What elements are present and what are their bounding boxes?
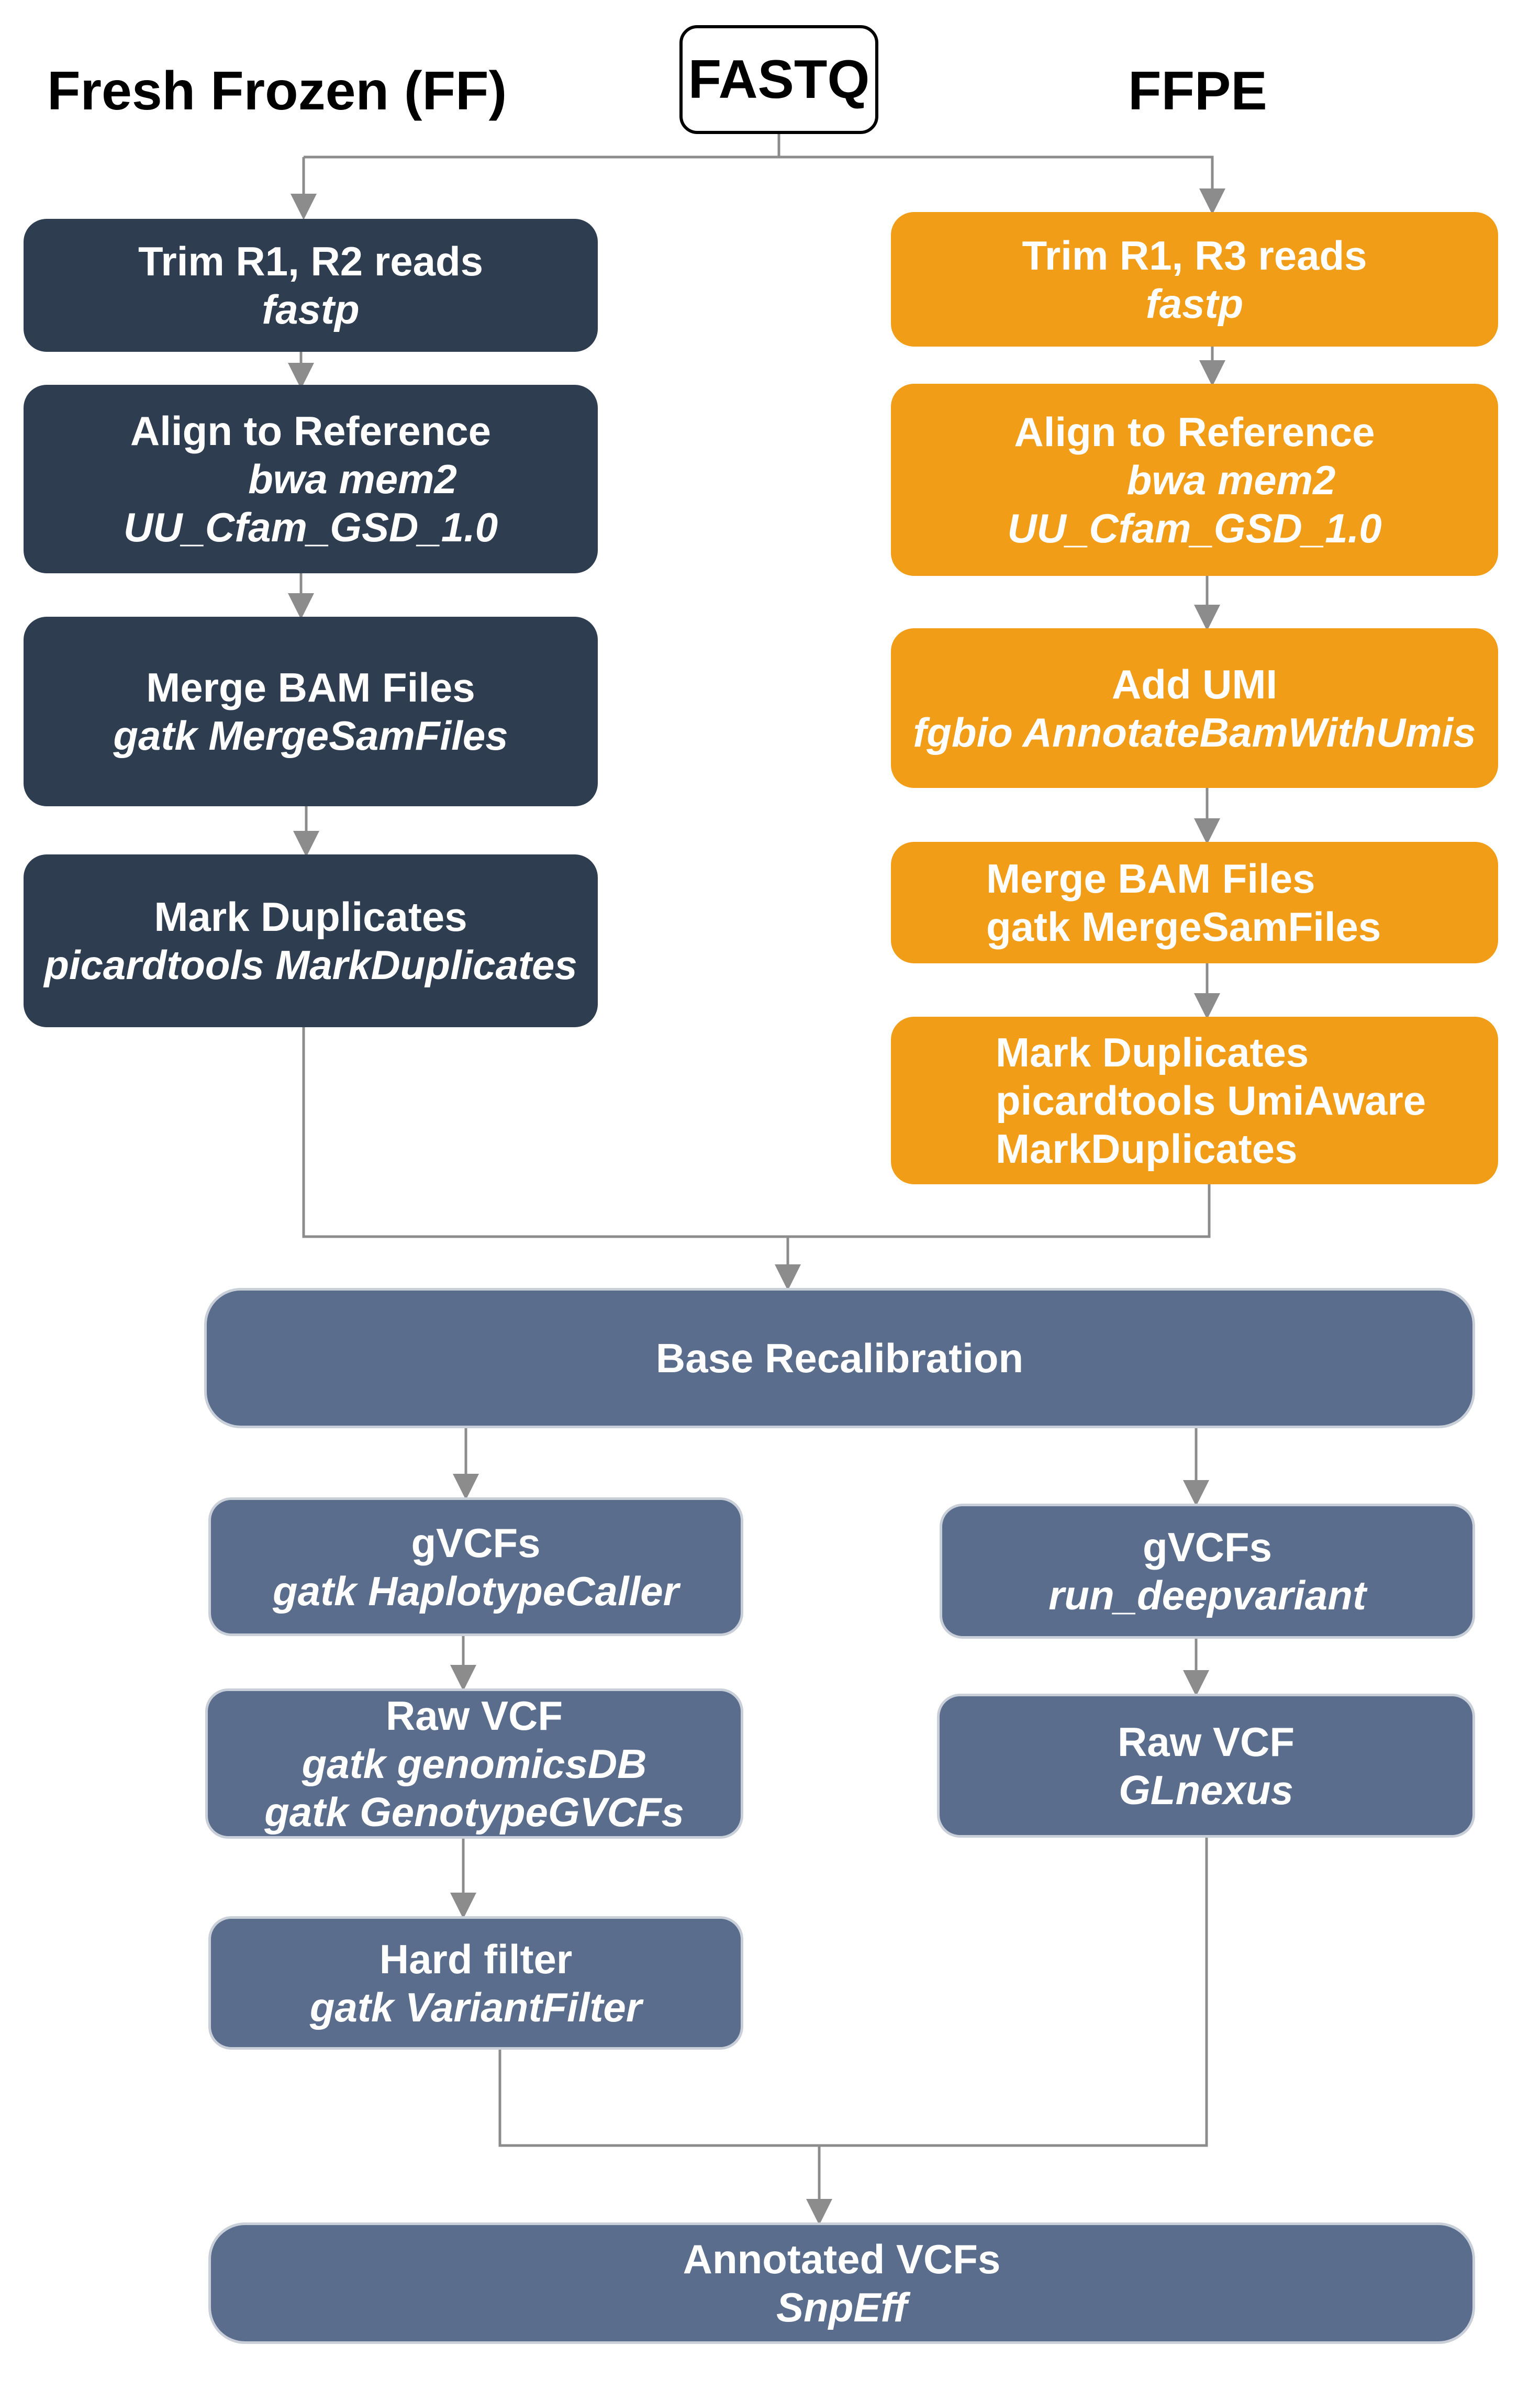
raw-gatk-tool-2: gatk GenotypeGVCFs (264, 1788, 684, 1835)
edge-glnexus-join (819, 1838, 1208, 2147)
hard-filter-tool: gatk VariantFilter (309, 1984, 642, 2030)
ffpe-merge-line-1: Merge BAM Files (986, 855, 1315, 902)
ffpe-trim-title: Trim R1, R3 reads (1022, 232, 1367, 279)
ffpe-column-header: FFPE (1128, 61, 1267, 121)
gvcf-deepvariant-node: gVCFs run_deepvariant (940, 1504, 1475, 1639)
edge-fastq-split (304, 134, 780, 159)
gvcf-haplotypecaller-node: gVCFs gatk HaplotypeCaller (208, 1497, 743, 1636)
fastq-input-box: FASTQ (679, 25, 878, 134)
ffpe-align-node: Align to Reference bwa mem2 UU_Cfam_GSD_… (891, 384, 1498, 576)
raw-glnexus-tool: GLnexus (1119, 1766, 1293, 1813)
ff-align-tool-2: UU_Cfam_GSD_1.0 (123, 504, 498, 550)
ff-markdup-title: Mark Duplicates (154, 894, 467, 940)
ffpe-umi-node: Add UMI fgbio AnnotateBamWithUmis (891, 628, 1498, 788)
ffpe-trim-tool: fastp (1145, 280, 1244, 327)
gvcf-dv-title: gVCFs (1142, 1524, 1273, 1570)
ff-merge-title: Merge BAM Files (146, 664, 475, 710)
ffpe-align-tool-1: bwa mem2 (1126, 457, 1336, 503)
ffpe-trim-node: Trim R1, R3 reads fastp (891, 212, 1498, 347)
edge-fastq-to-ffpe-trim (779, 155, 1225, 215)
raw-vcf-gatk-node: Raw VCF gatk genomicsDB gatk GenotypeGVC… (205, 1688, 743, 1839)
ff-align-tool-1: bwa mem2 (248, 456, 457, 502)
ff-column-header: Fresh Frozen (FF) (47, 61, 507, 121)
ffpe-markdup-line-3: MarkDuplicates (996, 1126, 1298, 1172)
raw-glnexus-title: Raw VCF (1117, 1718, 1295, 1765)
ffpe-align-tool-2: UU_Cfam_GSD_1.0 (1007, 505, 1382, 551)
ff-align-node: Align to Reference bwa mem2 UU_Cfam_GSD_… (24, 385, 598, 573)
ff-trim-title: Trim R1, R2 reads (138, 238, 483, 284)
ff-markdup-tool: picardtools MarkDuplicates (44, 942, 577, 988)
ffpe-merge-node: Merge BAM Files gatk MergeSamFiles (891, 842, 1498, 963)
hard-filter-title: Hard filter (379, 1936, 573, 1982)
gvcf-dv-tool: run_deepvariant (1048, 1572, 1366, 1618)
ff-markdup-node: Mark Duplicates picardtools MarkDuplicat… (24, 854, 598, 1027)
ffpe-markdup-line-1: Mark Duplicates (996, 1029, 1309, 1075)
edge-filter-join (498, 2050, 819, 2147)
gvcf-hc-title: gVCFs (411, 1519, 541, 1566)
ff-merge-tool: gatk MergeSamFiles (113, 713, 508, 759)
fastq-label: FASTQ (688, 49, 870, 110)
ffpe-merge-line-2: gatk MergeSamFiles (986, 904, 1381, 950)
ff-trim-node: Trim R1, R2 reads fastp (24, 219, 598, 352)
base-recalibration-node: Base Recalibration (204, 1288, 1475, 1428)
raw-vcf-glnexus-node: Raw VCF GLnexus (937, 1694, 1475, 1838)
raw-gatk-title: Raw VCF (385, 1692, 563, 1739)
ff-align-title: Align to Reference (130, 408, 492, 454)
ffpe-umi-tool: fgbio AnnotateBamWithUmis (913, 709, 1476, 755)
hard-filter-node: Hard filter gatk VariantFilter (208, 1916, 743, 2050)
ffpe-umi-title: Add UMI (1111, 661, 1278, 707)
ffpe-markdup-line-2: picardtools UmiAware (996, 1077, 1426, 1124)
edge-ff-markdup-join (302, 1027, 788, 1238)
gvcf-hc-tool: gatk HaplotypeCaller (273, 1568, 679, 1614)
edge-ffpe-markdup-join (788, 1184, 1211, 1238)
raw-gatk-tool-1: gatk genomicsDB (302, 1740, 647, 1787)
base-recalibration-title: Base Recalibration (655, 1335, 1024, 1381)
annotated-vcfs-node: Annotated VCFs SnpEff (208, 2222, 1475, 2344)
ffpe-markdup-node: Mark Duplicates picardtools UmiAware Mar… (891, 1017, 1498, 1184)
ffpe-align-title: Align to Reference (1014, 408, 1375, 455)
ff-trim-tool: fastp (262, 286, 360, 332)
annotated-tool: SnpEff (776, 2284, 907, 2330)
ff-merge-node: Merge BAM Files gatk MergeSamFiles (24, 617, 598, 806)
annotated-title: Annotated VCFs (683, 2236, 1001, 2282)
